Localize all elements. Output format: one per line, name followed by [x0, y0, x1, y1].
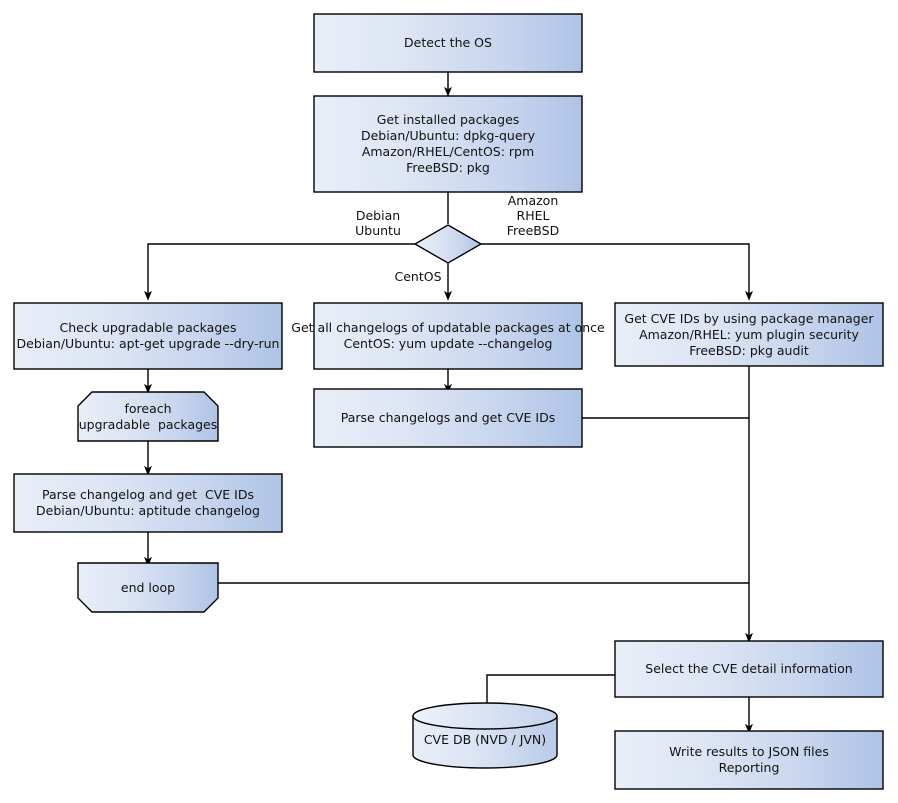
shape-parse-changelog-debian	[13, 473, 283, 533]
cve-db-label: CVE DB (NVD / JVN)	[423, 732, 547, 747]
node-check-upgradable[interactable]: Check upgradable packages Debian/Ubuntu:…	[14, 303, 282, 369]
node-parse-changelog-debian[interactable]: Parse changelog and get CVE IDs Debian/U…	[14, 474, 282, 532]
get-installed-packages-line1: Get installed packages	[376, 112, 520, 127]
shape-get-installed-packages	[313, 95, 583, 193]
get-installed-packages-line2: Debian/Ubuntu: dpkg-query	[360, 128, 536, 143]
write-results-line2: Reporting	[718, 760, 780, 775]
node-cve-db[interactable]: CVE DB (NVD / JVN)	[413, 722, 557, 758]
foreach-loop-line2: upgradable packages	[78, 416, 218, 432]
shape-foreach-loop	[77, 391, 219, 442]
check-upgradable-line2: Debian/Ubuntu: apt-get upgrade --dry-run	[16, 336, 280, 351]
get-installed-packages-line4: FreeBSD: pkg	[406, 160, 490, 175]
shape-end-loop	[77, 562, 219, 613]
get-all-changelogs-line1: Get all changelogs of updatable packages…	[291, 320, 605, 335]
node-end-loop[interactable]: end loop	[78, 563, 218, 612]
shape-get-cve-pkgmgr	[614, 302, 884, 367]
shape-detect-os	[313, 13, 583, 73]
edge-decision-to-get-cve-pkgmgr	[481, 243, 753, 301]
edge-label-centos: CentOS	[394, 269, 442, 284]
edge-label-debian-ubuntu: Debian Ubuntu	[355, 208, 401, 238]
edge-select-to-cvedb	[486, 674, 616, 706]
shape-select-cve-detail	[614, 640, 884, 698]
node-detect-os[interactable]: Detect the OS	[314, 14, 582, 72]
shape-parse-changelogs-centos	[313, 388, 583, 448]
check-upgradable-line1: Check upgradable packages	[59, 320, 237, 335]
shape-get-all-changelogs	[313, 302, 583, 370]
node-parse-changelogs-centos[interactable]: Parse changelogs and get CVE IDs	[314, 389, 582, 447]
node-select-cve-detail[interactable]: Select the CVE detail information	[615, 641, 883, 697]
node-get-installed-packages[interactable]: Get installed packages Debian/Ubuntu: dp…	[314, 96, 582, 192]
end-loop-label: end loop	[120, 579, 176, 595]
node-get-all-changelogs[interactable]: Get all changelogs of updatable packages…	[291, 303, 604, 369]
node-get-cve-pkgmgr[interactable]: Get CVE IDs by using package manager Ama…	[615, 303, 883, 366]
node-os-decision[interactable]	[415, 225, 481, 263]
foreach-loop-line1: foreach	[124, 400, 172, 416]
node-write-results[interactable]: Write results to JSON files Reporting	[615, 731, 883, 789]
get-cve-pkgmgr-line2: Amazon/RHEL: yum plugin security	[639, 326, 859, 342]
parse-changelogs-centos-label: Parse changelogs and get CVE IDs	[340, 410, 556, 425]
shape-os-decision	[413, 224, 483, 264]
select-cve-detail-label: Select the CVE detail information	[645, 661, 853, 676]
parse-changelog-debian-line1: Parse changelog and get CVE IDs	[42, 487, 254, 502]
get-all-changelogs-line2: CentOS: yum update --changelog	[343, 336, 553, 351]
get-cve-pkgmgr-line1: Get CVE IDs by using package manager	[624, 310, 874, 326]
detect-os-label: Detect the OS	[404, 35, 492, 50]
get-cve-pkgmgr-line3: FreeBSD: pkg audit	[689, 342, 809, 358]
shape-check-upgradable	[13, 302, 283, 370]
shape-cve-db-cylinder	[412, 702, 558, 769]
edge-decision-to-check-upgradable	[144, 243, 415, 301]
node-foreach-loop[interactable]: foreach upgradable packages	[78, 392, 218, 441]
write-results-line1: Write results to JSON files	[669, 744, 829, 759]
shape-write-results	[614, 730, 884, 790]
parse-changelog-debian-line2: Debian/Ubuntu: aptitude changelog	[36, 503, 260, 518]
get-installed-packages-line3: Amazon/RHEL/CentOS: rpm	[361, 144, 535, 159]
edge-label-amazon-rhel-freebsd: Amazon RHEL FreeBSD	[506, 193, 560, 238]
